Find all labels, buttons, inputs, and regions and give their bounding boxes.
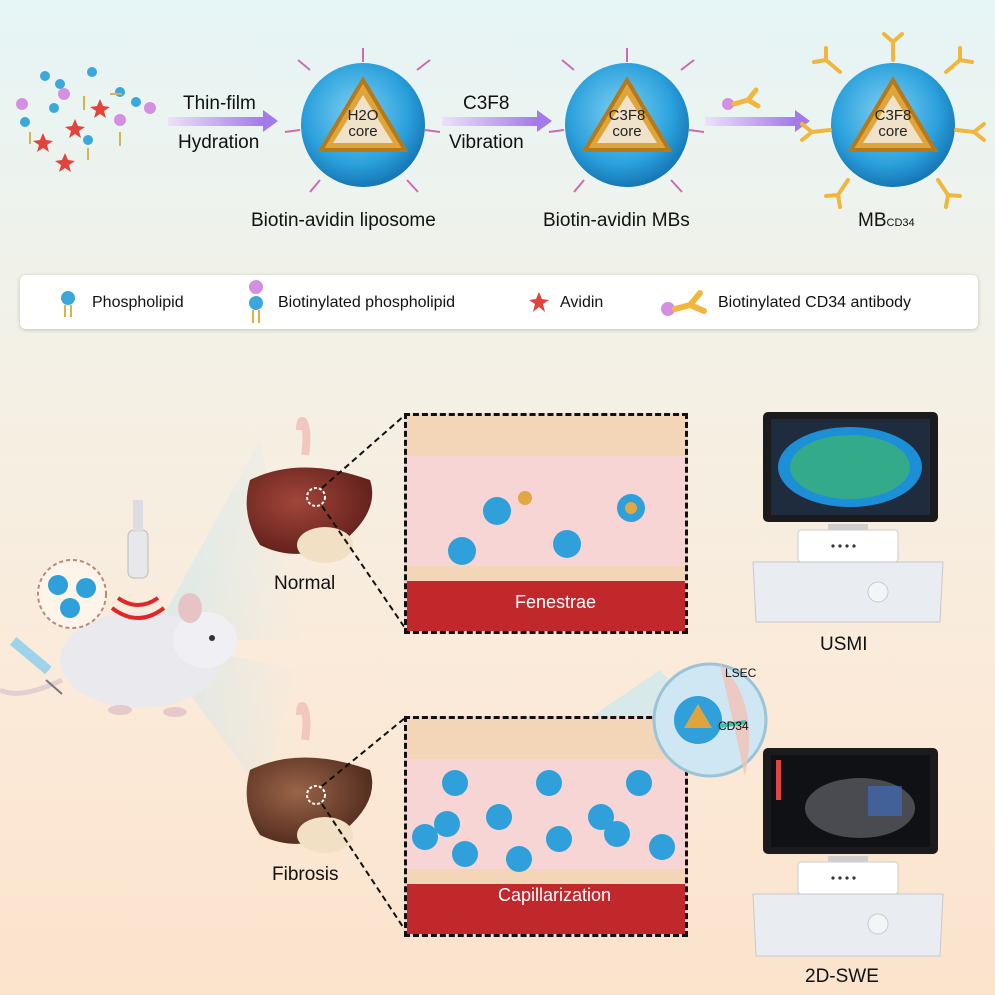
raw-materials: [16, 67, 156, 172]
label-mbcd34-sub: CD34: [886, 217, 915, 229]
liposome-particle: [284, 48, 441, 193]
label-liposome: Biotin-avidin liposome: [251, 210, 436, 231]
lsec-label: LSEC: [725, 666, 757, 680]
step1-label-line2: Hydration: [178, 132, 260, 153]
phospholipid-icon: [61, 291, 75, 317]
legend-biotinylated-phospholipid: Biotinylated phospholipid: [278, 294, 456, 311]
legend-phospholipid: Phospholipid: [92, 294, 184, 311]
legend-avidin: Avidin: [560, 294, 604, 311]
capillarization-label: Capillarization: [498, 885, 612, 905]
usmi-machine: [752, 412, 944, 623]
step1-label-line1: Thin-film: [183, 93, 256, 114]
lsec-inset: [652, 662, 768, 778]
label-mbcd34-main: MB: [858, 210, 887, 231]
label-mbs: Biotin-avidin MBs: [543, 210, 690, 231]
legend-biotinylated-cd34: Biotinylated CD34 antibody: [718, 294, 912, 311]
label-mbcd34: MBCD34: [858, 210, 915, 232]
avidin-icon: [529, 292, 549, 312]
swe-machine: [752, 748, 944, 957]
core-label-c3f8-2: C3F8: [608, 107, 646, 124]
capillarization-panel: [404, 716, 688, 937]
core-label-word-1: core: [348, 123, 378, 140]
normal-label: Normal: [274, 573, 336, 594]
fenestrae-label: Fenestrae: [515, 592, 597, 612]
syringe-icon: [9, 637, 63, 695]
cd34-antibody-icon: [661, 290, 707, 316]
imaging-scene: [0, 414, 720, 931]
mb-injection-inset: [37, 559, 107, 629]
vessel-normal: [407, 416, 685, 631]
vessel-fibrosis: [407, 719, 685, 934]
fibrosis-liver: [246, 701, 373, 853]
core-label-c3f8-3: C3F8: [874, 107, 912, 124]
mb-particle: [548, 48, 705, 193]
ultrasound-probe-icon: [110, 500, 166, 620]
mbcd34-particle: [800, 32, 986, 209]
step2-label-line1: C3F8: [463, 93, 510, 114]
normal-liver: [246, 416, 373, 563]
mouse: [0, 593, 237, 717]
usmi-label: USMI: [820, 634, 868, 655]
core-label-h2o: H2O: [347, 107, 379, 124]
core-label-word-3: core: [878, 123, 908, 140]
fibrosis-label: Fibrosis: [272, 864, 339, 885]
cd34-label: CD34: [718, 719, 749, 733]
fenestrae-panel: [404, 413, 688, 634]
swe-label: 2D-SWE: [805, 966, 879, 987]
core-label-word-2: core: [612, 123, 642, 140]
legend: Phospholipid Biotinylated phospholipid A…: [20, 275, 978, 329]
antibody-icon: [722, 87, 761, 110]
synthesis-scheme: [16, 32, 986, 209]
step2-label-line2: Vibration: [449, 132, 524, 153]
biotinylated-phospholipid-icon: [249, 280, 263, 323]
